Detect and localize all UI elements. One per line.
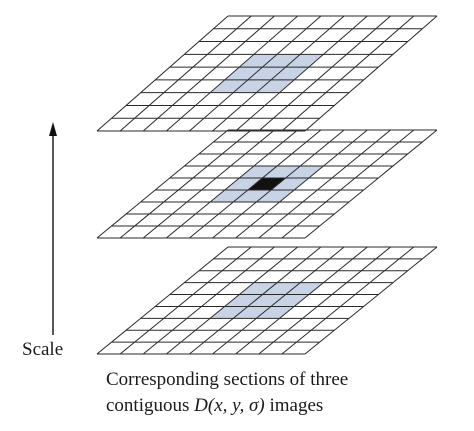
middle-layer-grid-line	[119, 129, 252, 239]
middle-layer-grid-line	[142, 129, 275, 239]
middle-layer	[96, 129, 438, 239]
bottom-layer-grid-line	[119, 246, 252, 355]
middle-layer-grid-line	[304, 129, 438, 239]
top-layer-grid-line	[166, 15, 298, 132]
bottom-layer-grid-line	[258, 246, 391, 355]
caption-line-2-suffix: images	[264, 395, 324, 416]
middle-layer-grid-line	[235, 129, 368, 239]
top-layer	[96, 15, 438, 132]
middle-layer-grid-line	[281, 129, 415, 239]
bottom-layer-grid-line	[235, 246, 368, 355]
middle-layer-grid-line	[212, 129, 345, 239]
bottom-layer-grid-line	[281, 246, 415, 355]
bottom-layer-grid-line	[142, 246, 275, 355]
bottom-layer-neighborhood	[210, 282, 324, 319]
bottom-layer-grid-line	[212, 246, 345, 355]
top-layer-grid-line	[96, 15, 229, 132]
caption-math: D(x, y, σ)	[194, 395, 265, 416]
scale-axis-label: Scale	[22, 339, 64, 360]
figure-caption: Corresponding sections of three contiguo…	[106, 367, 348, 419]
top-layer-grid-line	[119, 15, 252, 132]
middle-layer-grid-line	[96, 129, 229, 239]
caption-line-2-prefix: contiguous	[106, 395, 195, 416]
bottom-layer-grid-line	[189, 246, 322, 355]
bottom-layer-grid-line	[304, 246, 438, 355]
middle-layer-grid-line	[258, 129, 391, 239]
top-layer-grid-line	[235, 15, 368, 132]
middle-layer-grid-line	[189, 129, 322, 239]
top-layer-grid-line	[142, 15, 275, 132]
top-layer-grid-line	[189, 15, 322, 132]
caption-line-1: Corresponding sections of three	[106, 369, 349, 390]
middle-layer-center-sample	[247, 178, 286, 190]
caption-line-2: contiguous D(x, y, σ) images	[106, 393, 348, 419]
scale-arrow-head	[49, 122, 57, 136]
bottom-layer-grid-line	[96, 246, 229, 355]
top-layer-grid-line	[281, 15, 415, 132]
bottom-layer	[96, 246, 438, 355]
top-layer-neighborhood	[210, 54, 324, 93]
top-layer-grid-line	[258, 15, 391, 132]
bottom-layer-grid-line	[166, 246, 298, 355]
scale-arrow	[49, 122, 57, 335]
top-layer-grid-line	[304, 15, 438, 132]
middle-layer-grid-line	[166, 129, 298, 239]
top-layer-grid-line	[212, 15, 345, 132]
